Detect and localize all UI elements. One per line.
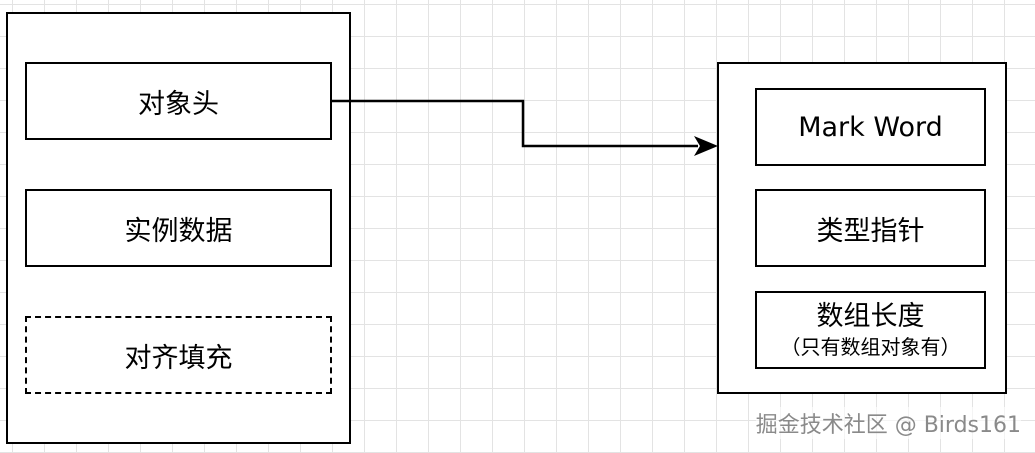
padding-label: 对齐填充 bbox=[124, 342, 233, 374]
object-header-box: 对象头 bbox=[25, 62, 332, 140]
padding-box: 对齐填充 bbox=[25, 316, 332, 394]
watermark: 掘金技术社区 @ Birds161 bbox=[755, 407, 1021, 439]
array-length-box: 数组长度 （只有数组对象有） bbox=[755, 291, 986, 369]
type-pointer-label: 类型指针 bbox=[816, 215, 925, 247]
instance-data-box: 实例数据 bbox=[25, 189, 332, 267]
mark-word-label: Mark Word bbox=[798, 111, 943, 143]
array-length-note: （只有数组对象有） bbox=[780, 335, 961, 360]
object-header-label: 对象头 bbox=[138, 88, 219, 120]
mark-word-box: Mark Word bbox=[755, 88, 986, 166]
instance-data-label: 实例数据 bbox=[124, 215, 233, 247]
array-length-label: 数组长度 bbox=[816, 300, 925, 332]
connector-line bbox=[332, 99, 698, 148]
arrowhead-icon bbox=[694, 136, 718, 156]
type-pointer-box: 类型指针 bbox=[755, 189, 986, 267]
